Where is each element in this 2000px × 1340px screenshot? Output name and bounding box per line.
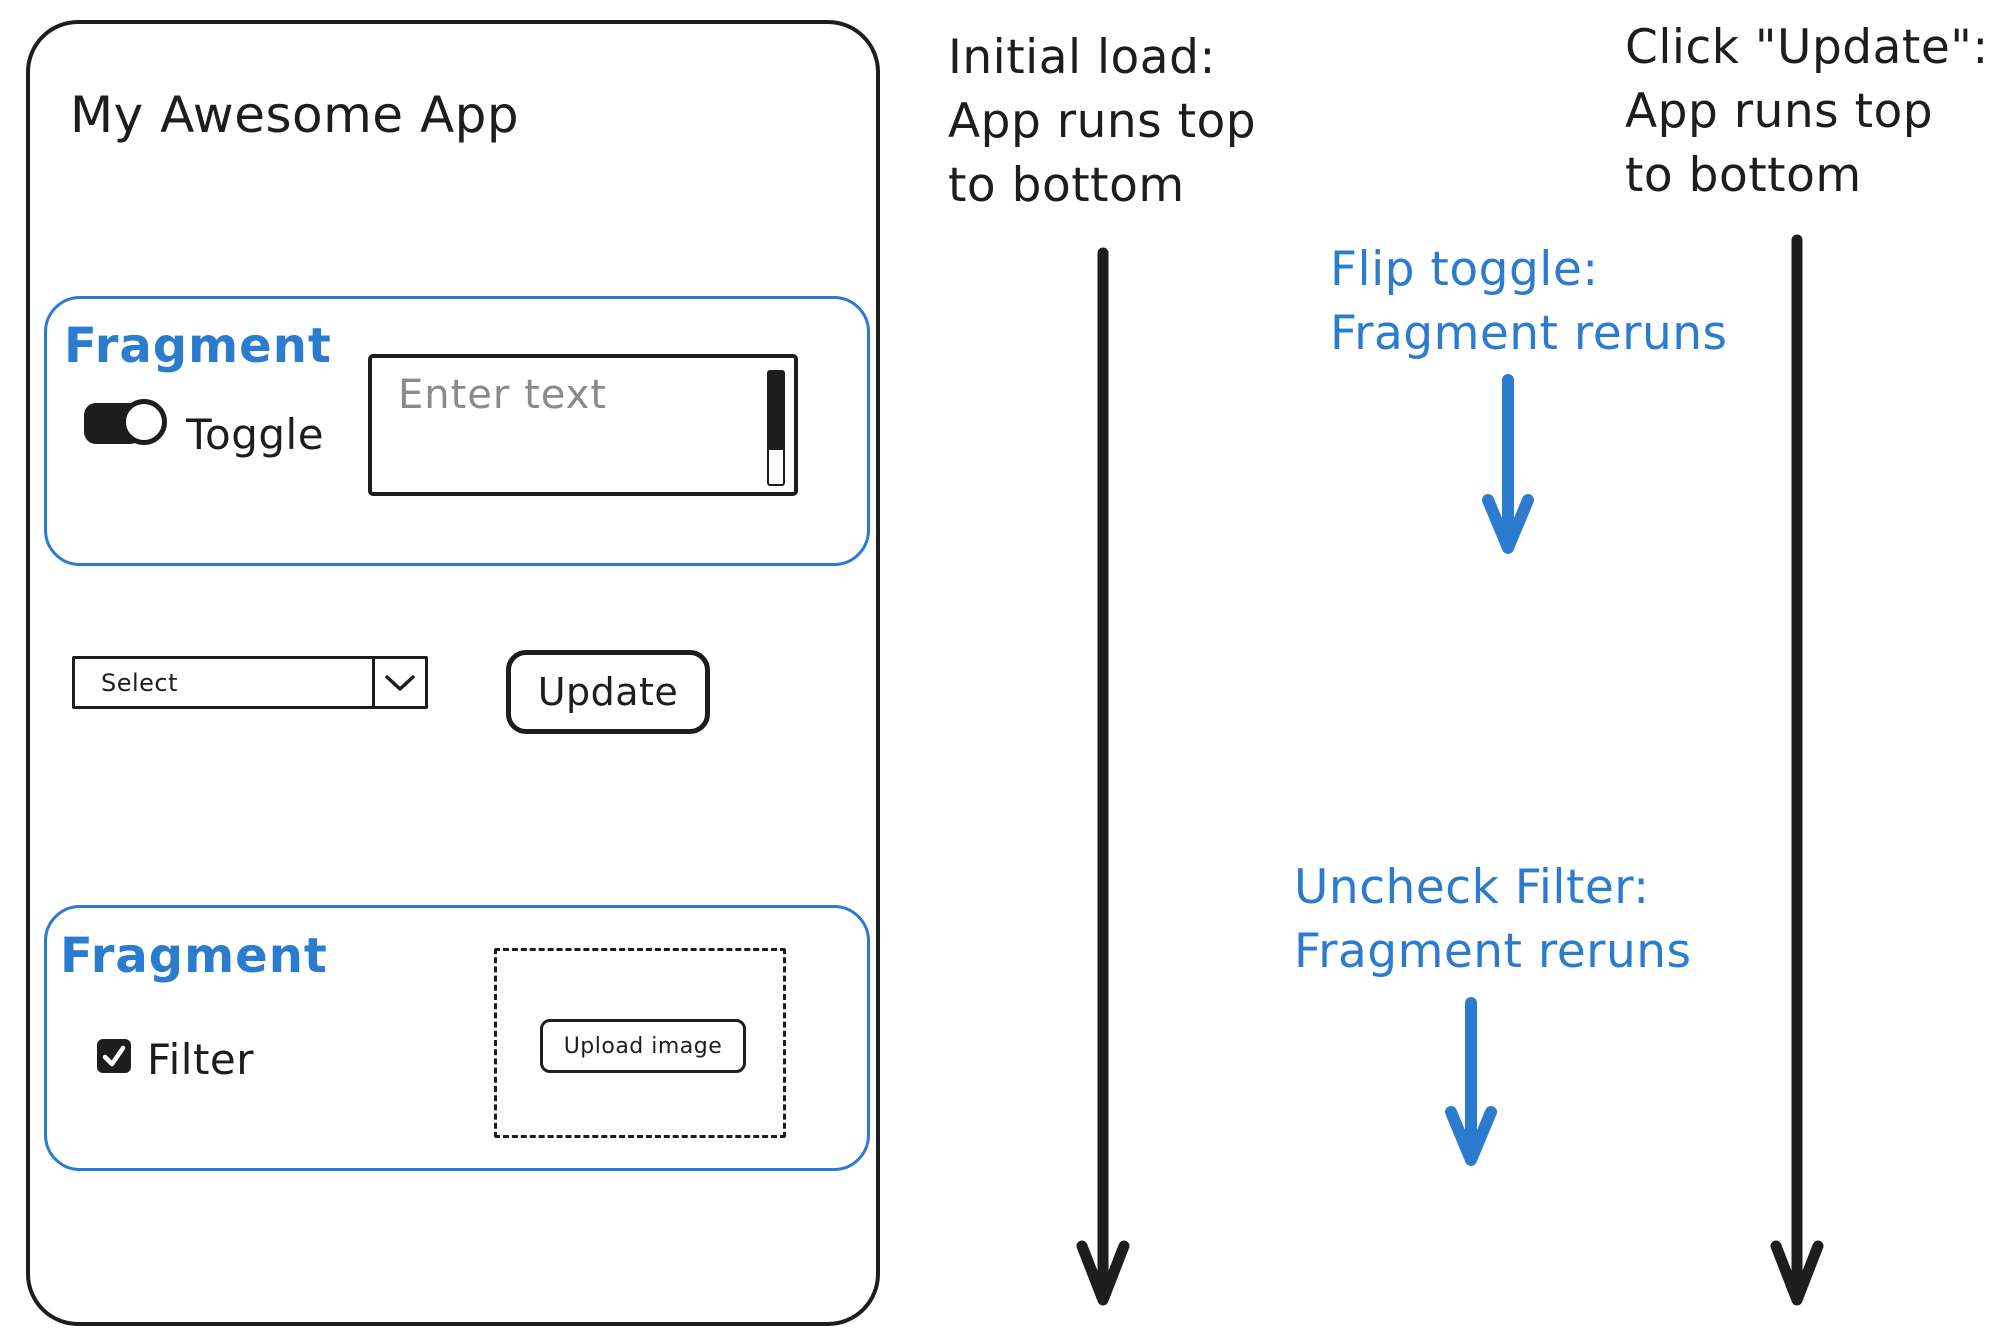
- update-button-label: Update: [537, 670, 679, 714]
- toggle-knob-icon: [121, 399, 167, 445]
- note-line: Fragment reruns: [1330, 306, 1728, 361]
- note-line: App runs top: [1625, 84, 1934, 139]
- toggle-label: Toggle: [186, 410, 325, 459]
- note-line: Fragment reruns: [1294, 924, 1692, 979]
- text-input-placeholder: Enter text: [398, 372, 608, 418]
- fragment-bottom-label: Fragment: [60, 928, 328, 984]
- note-line: Click "Update":: [1625, 20, 1989, 75]
- note-line: Initial load:: [948, 30, 1216, 85]
- upload-image-button[interactable]: Upload image: [540, 1019, 746, 1073]
- text-input[interactable]: Enter text: [368, 354, 798, 496]
- filter-checkbox[interactable]: [97, 1039, 131, 1073]
- note-line: Uncheck Filter:: [1294, 860, 1650, 915]
- filter-checkbox-label: Filter: [147, 1035, 255, 1084]
- app-title: My Awesome App: [70, 86, 520, 144]
- note-uncheck-filter: Uncheck Filter: Fragment reruns: [1294, 856, 1692, 984]
- select-dropdown[interactable]: Select: [72, 656, 428, 709]
- select-value: Select: [101, 668, 179, 697]
- note-line: to bottom: [1625, 148, 1862, 203]
- note-line: to bottom: [948, 158, 1185, 213]
- update-button[interactable]: Update: [506, 650, 710, 734]
- note-click-update: Click "Update": App runs top to bottom: [1625, 16, 1989, 208]
- note-line: App runs top: [948, 94, 1257, 149]
- uncheck-filter-arrow: [1445, 997, 1497, 1166]
- initial-load-arrow: [1076, 247, 1130, 1306]
- flip-toggle-arrow: [1482, 374, 1534, 554]
- click-update-arrow: [1770, 234, 1824, 1306]
- upload-image-button-label: Upload image: [563, 1033, 723, 1059]
- chevron-down-icon: [372, 659, 425, 706]
- checkmark-icon: [102, 1045, 126, 1067]
- fragment-top-label: Fragment: [64, 318, 332, 374]
- note-flip-toggle: Flip toggle: Fragment reruns: [1330, 238, 1728, 366]
- toggle-switch[interactable]: [84, 399, 172, 447]
- note-initial-load: Initial load: App runs top to bottom: [948, 26, 1256, 218]
- textarea-scrollbar[interactable]: [767, 370, 785, 486]
- scrollbar-thumb[interactable]: [769, 372, 783, 451]
- note-line: Flip toggle:: [1330, 242, 1599, 297]
